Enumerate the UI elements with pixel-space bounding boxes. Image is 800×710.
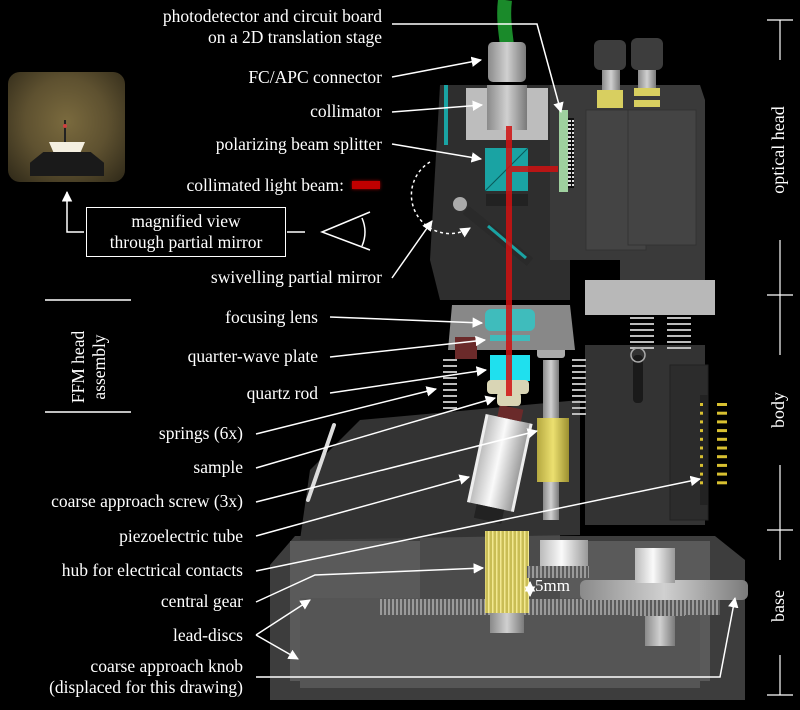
label-coarse-approach-knob-line1: coarse approach knob — [90, 656, 243, 676]
scale-label: 5mm — [535, 576, 570, 595]
label-focusing-lens: focusing lens — [225, 307, 318, 327]
contact-pin — [717, 463, 727, 467]
central-gear — [485, 531, 529, 613]
label-photodetector: photodetector and circuit board on a 2D … — [163, 6, 382, 48]
translation-stage — [585, 280, 715, 315]
contact-pad — [700, 429, 703, 433]
label-quarter-wave-plate: quarter-wave plate — [187, 346, 318, 366]
contact-pin — [717, 472, 727, 476]
fc-apc-connector — [488, 42, 526, 82]
assembly-label: FFM head assembly — [68, 312, 110, 422]
contact-pin — [717, 411, 727, 415]
optical-head-housing — [410, 0, 715, 394]
assembly-label-line1: FFM head — [68, 330, 88, 404]
contact-pin — [717, 455, 727, 459]
label-hub-electrical-contacts: hub for electrical contacts — [61, 560, 243, 580]
label-springs: springs (6x) — [158, 423, 243, 443]
contact-pin — [717, 429, 727, 433]
contact-pad — [700, 481, 703, 485]
label-swivelling-partial-mirror: swivelling partial mirror — [210, 267, 382, 287]
magnified-view-photo — [8, 72, 125, 182]
contact-pad — [700, 411, 703, 415]
contact-pin — [717, 446, 727, 450]
label-coarse-approach-screw: coarse approach screw (3x) — [51, 491, 243, 511]
label-coarse-approach-knob-line2: (displaced for this drawing) — [49, 677, 243, 697]
contact-pad — [700, 455, 703, 459]
contact-pin — [717, 420, 727, 424]
contact-pad — [700, 463, 703, 467]
label-collimator: collimator — [310, 101, 382, 121]
section-label-base: base — [768, 590, 788, 622]
springs — [443, 317, 691, 415]
section-brackets — [767, 19, 793, 696]
coarse-approach-knob — [580, 580, 748, 600]
label-lead-discs: lead-discs — [173, 625, 243, 645]
magnified-view-line-2: through partial mirror — [109, 232, 263, 252]
section-label-body: body — [768, 392, 788, 428]
contact-pin — [717, 481, 727, 485]
assembly-bracket — [45, 299, 131, 413]
light-beam — [506, 126, 558, 396]
eye-icon — [287, 211, 371, 251]
label-beam-legend: collimated light beam: — [186, 175, 344, 195]
magnified-view-box: magnified view through partial mirror — [86, 207, 286, 257]
gear-train — [380, 531, 748, 646]
collimator — [487, 85, 527, 130]
contact-pad — [700, 403, 703, 406]
contact-pad — [700, 437, 703, 441]
piezoelectric-tube — [468, 414, 531, 512]
optical-fiber — [497, 0, 514, 46]
section-label-optical-head: optical head — [768, 106, 788, 194]
label-photodetector-line2: on a 2D translation stage — [208, 27, 382, 47]
contact-pad — [700, 420, 703, 424]
label-central-gear: central gear — [160, 591, 243, 611]
beam-legend-swatch — [352, 181, 380, 189]
label-polarizing-beam-splitter: polarizing beam splitter — [215, 134, 382, 154]
assembly-label-line2: assembly — [89, 334, 109, 400]
contact-pin — [717, 437, 727, 441]
label-piezoelectric-tube: piezoelectric tube — [119, 526, 243, 546]
sample — [497, 392, 521, 406]
leader-lines — [61, 23, 739, 678]
label-fc-apc-connector: FC/APC connector — [248, 67, 382, 87]
circuit-board — [559, 110, 568, 192]
magnified-view-line-1: magnified view — [131, 211, 241, 231]
label-sample: sample — [193, 457, 243, 477]
electrical-contacts — [700, 403, 727, 485]
contact-pad — [700, 446, 703, 450]
label-coarse-approach-knob: coarse approach knob (displaced for this… — [49, 656, 243, 698]
contact-pin — [717, 403, 727, 406]
label-quartz-rod: quartz rod — [246, 383, 318, 403]
contact-pad — [700, 472, 703, 476]
label-photodetector-line1: photodetector and circuit board — [162, 6, 382, 26]
